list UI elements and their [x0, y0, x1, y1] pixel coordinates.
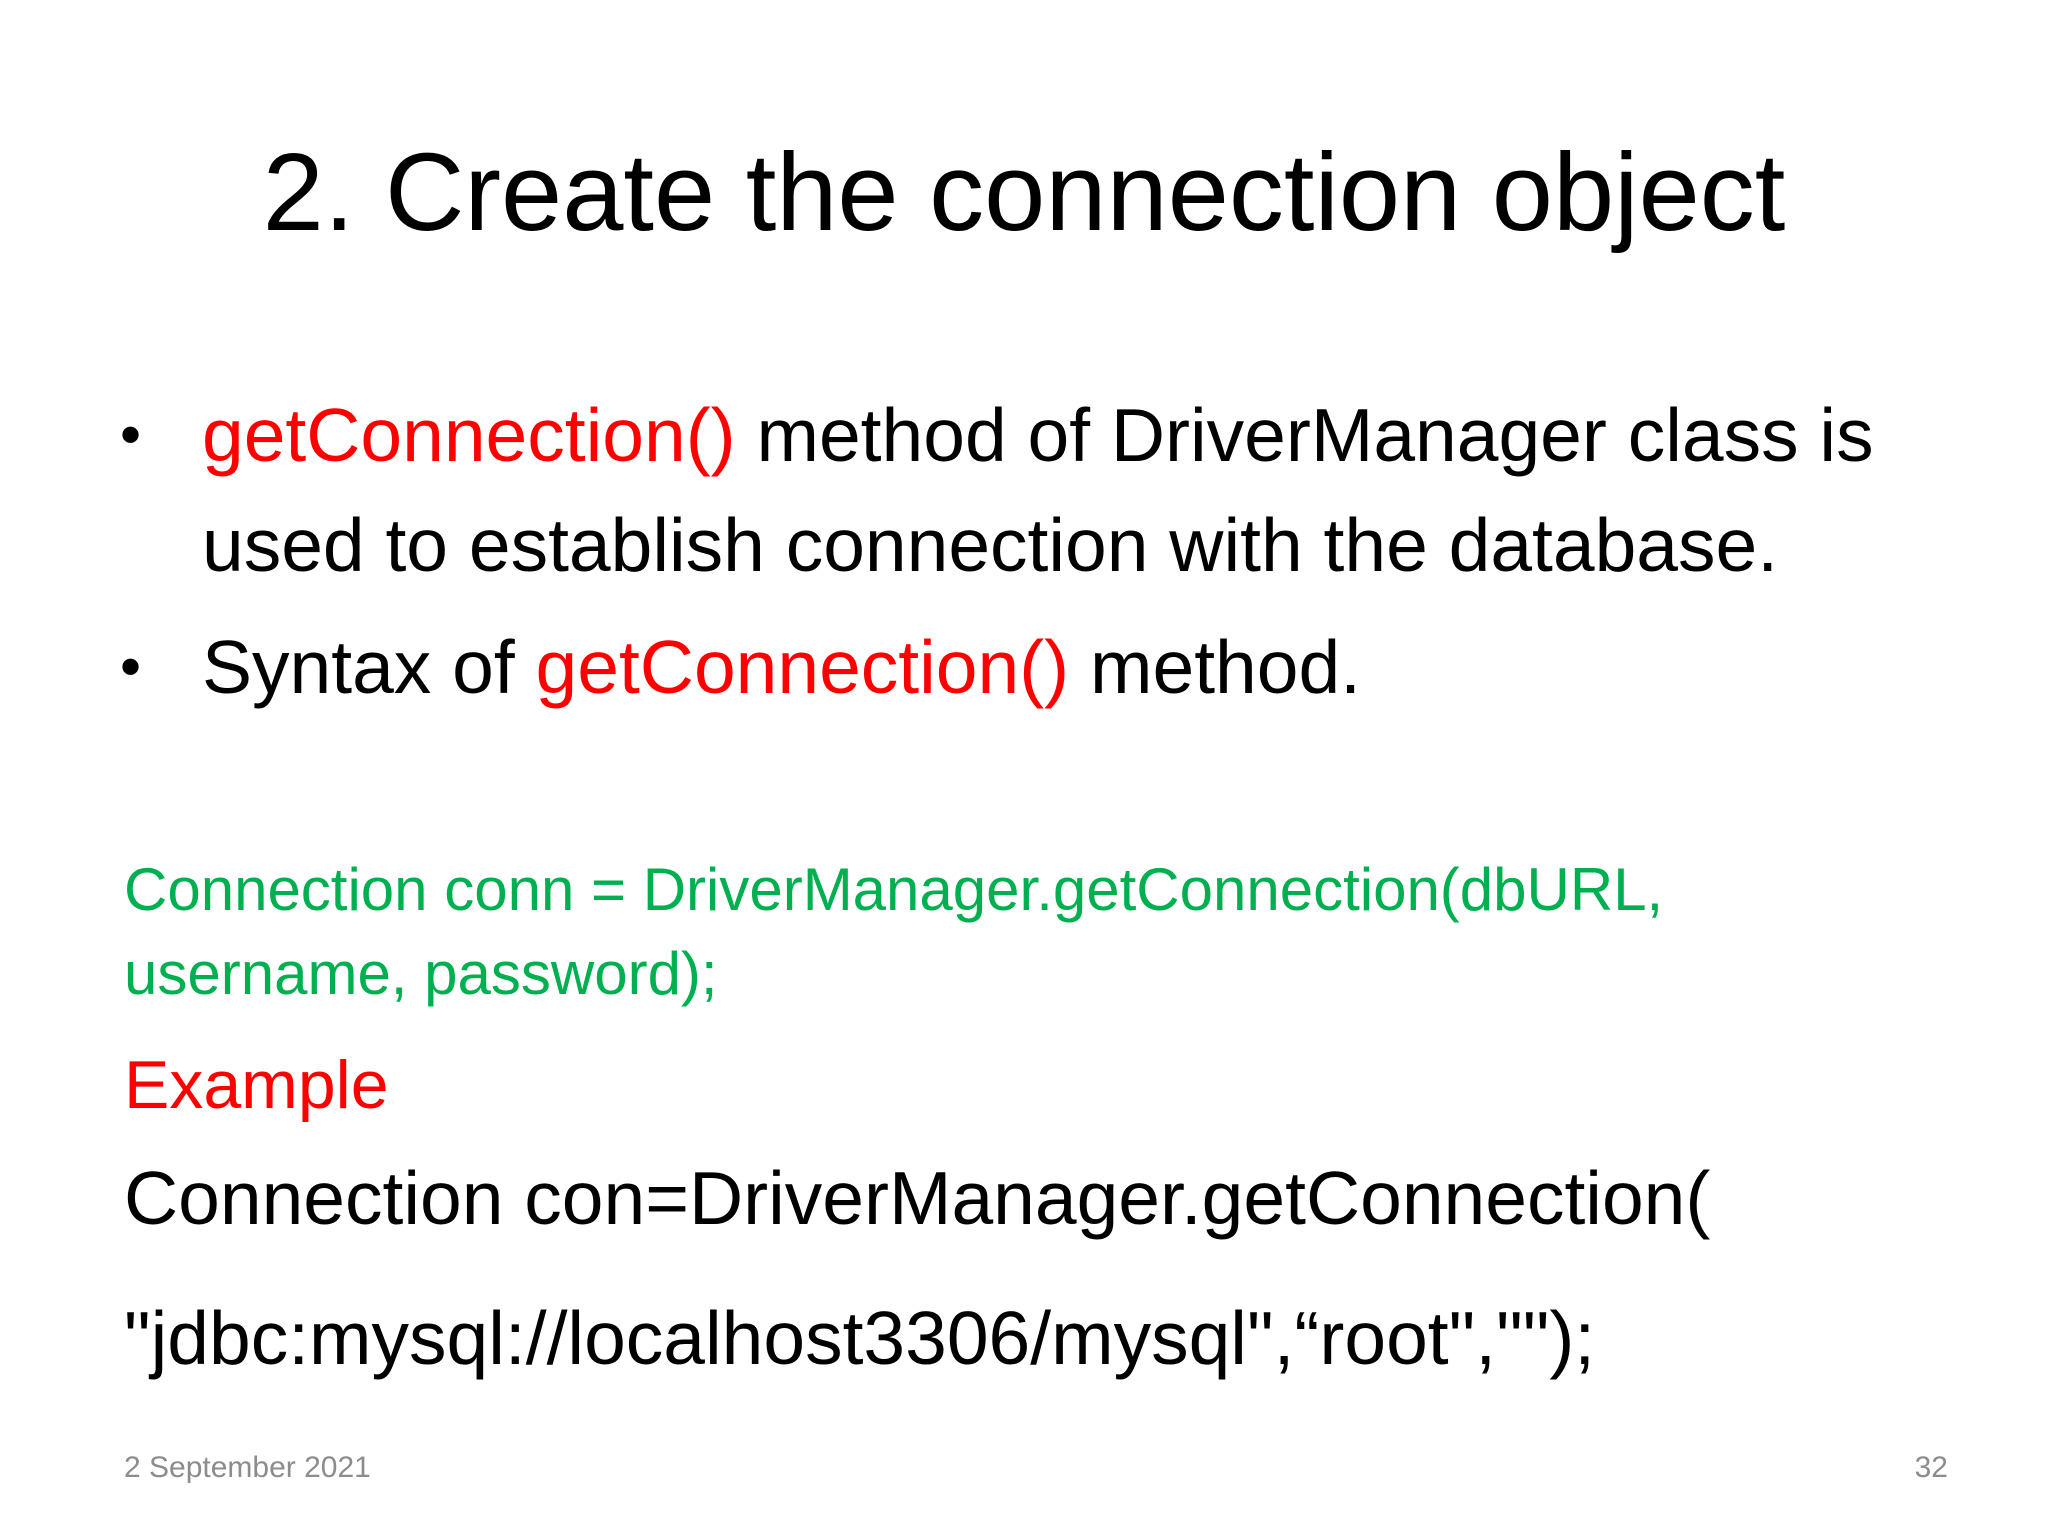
bullet-item-syntax: • Syntax of getConnection() method.: [120, 612, 1940, 722]
method-name-highlight: getConnection(): [535, 625, 1070, 709]
example-code-line-2: "jdbc:mysql://localhost3306/mysql",“root…: [124, 1296, 1596, 1380]
method-name-highlight: getConnection(): [202, 393, 736, 477]
bullet-item-getconnection: • getConnection() method of DriverManage…: [120, 380, 1940, 600]
slide-title: 2. Create the connection object: [262, 131, 1786, 254]
bullet-dot: •: [120, 401, 142, 468]
syntax-code: Connection conn = DriverManager.getConne…: [124, 856, 1664, 1007]
page-number: 32: [1914, 1451, 1948, 1484]
bullet-list: • getConnection() method of DriverManage…: [120, 380, 1940, 722]
footer-date: 2 September 2021: [124, 1451, 371, 1484]
example-heading: Example: [124, 1047, 389, 1123]
bullet-prefix: Syntax of: [202, 625, 536, 709]
bullet-dot: •: [120, 633, 142, 700]
example-code-line-1: Connection con=DriverManager.getConnecti…: [124, 1156, 1711, 1240]
bullet-suffix: method.: [1069, 625, 1362, 709]
bullet-text: method of DriverManager class is used to…: [202, 393, 1874, 587]
